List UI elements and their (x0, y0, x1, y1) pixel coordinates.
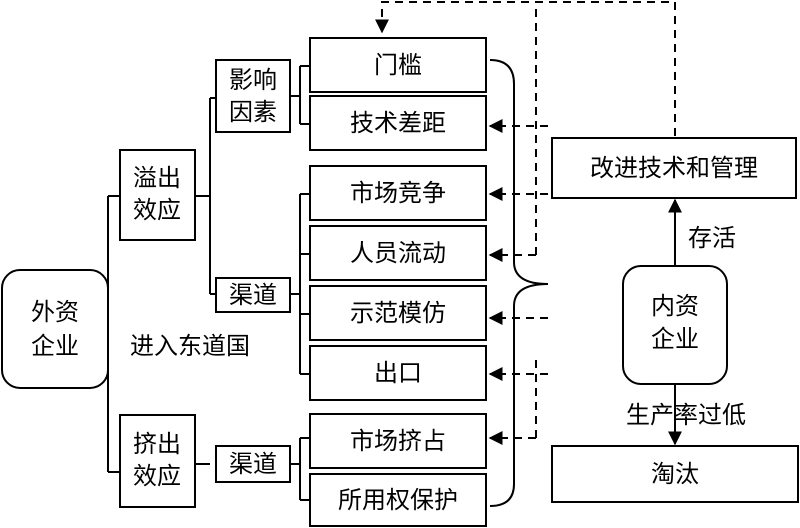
crowding-effect-line2: 效应 (133, 462, 181, 490)
tech-gap-label: 技术差距 (350, 109, 446, 137)
export-label: 出口 (374, 359, 422, 387)
low-productivity-label: 生产率过低 (626, 401, 746, 429)
channel-spillover-label: 渠道 (229, 281, 277, 309)
foreign-enterprise-line2: 企业 (31, 332, 79, 360)
node-market-crowding: 市场挤占 (309, 413, 487, 469)
demonstration-imitation-label: 示范模仿 (350, 299, 446, 327)
foreign-enterprise-line1: 外资 (31, 298, 79, 326)
node-demonstration-imitation: 示范模仿 (309, 285, 487, 341)
node-improve-tech-mgmt: 改进技术和管理 (551, 137, 797, 199)
node-influencing-factors: 影响 因素 (215, 59, 291, 133)
node-eliminated: 淘汰 (551, 445, 799, 503)
tree-connectors (107, 65, 310, 501)
feedback-arrows (375, 1, 676, 445)
node-crowding-effect: 挤出 效应 (119, 414, 196, 508)
node-channel-spillover: 渠道 (215, 277, 291, 313)
domestic-enterprise-line2: 企业 (651, 325, 699, 353)
property-rights-label: 所用权保护 (338, 486, 458, 514)
node-threshold: 门槛 (309, 37, 487, 93)
curly-brace (489, 59, 549, 507)
node-property-rights: 所用权保护 (309, 473, 487, 527)
survive-label: 存活 (688, 224, 736, 252)
market-competition-label: 市场竞争 (350, 179, 446, 207)
influencing-factors-line2: 因素 (229, 98, 277, 126)
personnel-mobility-label: 人员流动 (350, 239, 446, 267)
enter-host-country-label: 进入东道国 (130, 332, 250, 360)
node-export: 出口 (309, 345, 487, 401)
domestic-enterprise-line1: 内资 (651, 292, 699, 320)
improve-tech-mgmt-label: 改进技术和管理 (590, 154, 758, 182)
market-crowding-label: 市场挤占 (350, 427, 446, 455)
node-market-competition: 市场竞争 (309, 165, 487, 221)
crowding-effect-line1: 挤出 (133, 430, 181, 458)
spillover-effect-line2: 效应 (133, 196, 181, 224)
node-spillover-effect: 溢出 效应 (119, 149, 196, 241)
threshold-label: 门槛 (374, 51, 422, 79)
influencing-factors-line1: 影响 (229, 66, 277, 94)
eliminated-label: 淘汰 (651, 460, 699, 488)
spillover-effect-line1: 溢出 (133, 164, 181, 192)
node-foreign-enterprise: 外资 企业 (1, 269, 109, 389)
node-domestic-enterprise: 内资 企业 (622, 265, 728, 385)
node-tech-gap: 技术差距 (309, 95, 487, 151)
channel-crowding-label: 渠道 (229, 450, 277, 478)
node-channel-crowding: 渠道 (215, 445, 291, 483)
node-personnel-mobility: 人员流动 (309, 225, 487, 281)
